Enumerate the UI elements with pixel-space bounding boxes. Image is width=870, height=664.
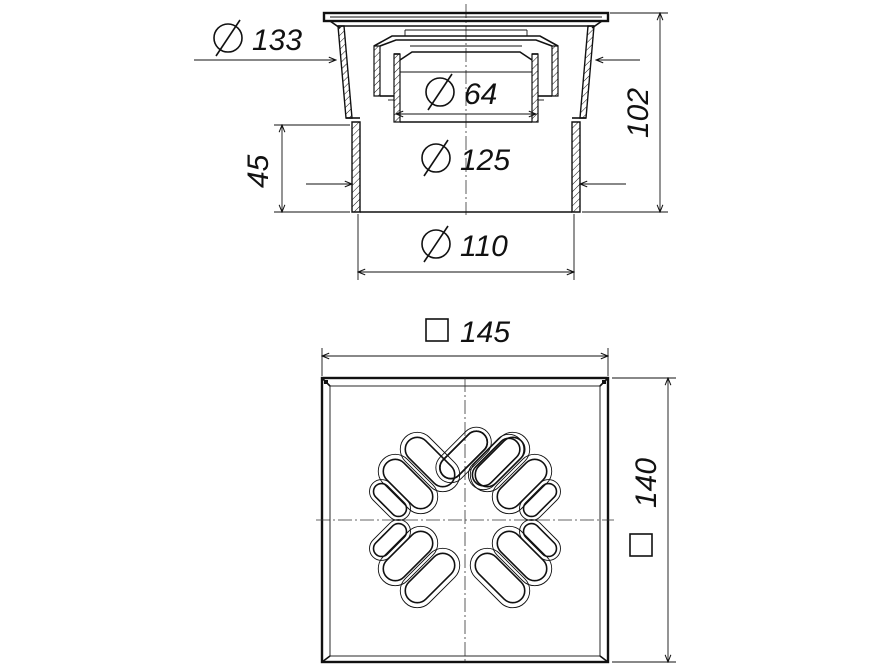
dim-total-height-value: 102 — [622, 88, 655, 138]
slot — [471, 437, 521, 487]
square-symbol-icon — [425, 318, 449, 342]
slot-group-top-right — [469, 431, 561, 521]
dim-height-value: 140 — [630, 458, 663, 508]
slot — [435, 426, 492, 484]
dim-pipe-diameter-value: 110 — [460, 230, 508, 263]
siphon-insert — [373, 29, 559, 123]
dim-pipe-height: 45 — [242, 125, 350, 212]
dim-outer-pipe-diameter-value: 125 — [460, 144, 510, 177]
square-symbol-icon — [629, 533, 653, 557]
outlet-pipe — [351, 121, 581, 213]
dim-total-height: 102 — [582, 13, 668, 212]
slot-group-bottom-left — [369, 519, 461, 609]
dim-inner-diameter-value: 64 — [464, 78, 497, 111]
slot — [439, 430, 489, 480]
dim-pipe-diameter: 110 — [358, 214, 574, 280]
dim-width: 145 — [322, 316, 608, 376]
dim-top-diameter-value: 133 — [252, 24, 302, 57]
top-flange — [322, 11, 610, 29]
slot-group-top-left — [369, 431, 461, 521]
drain-slots — [435, 426, 525, 491]
dim-pipe-height-value: 45 — [242, 154, 275, 188]
dim-inner-diameter: 64 — [396, 71, 536, 114]
top-plan-view: 145 140 — [316, 316, 676, 664]
dim-height: 140 — [612, 378, 676, 662]
slot-group-bottom-right — [469, 519, 561, 609]
dim-width-value: 145 — [460, 316, 510, 349]
side-section-view: 133 64 125 — [194, 4, 668, 280]
dim-top-diameter: 133 — [194, 19, 640, 60]
dim-outer-pipe-diameter: 125 — [306, 139, 626, 184]
